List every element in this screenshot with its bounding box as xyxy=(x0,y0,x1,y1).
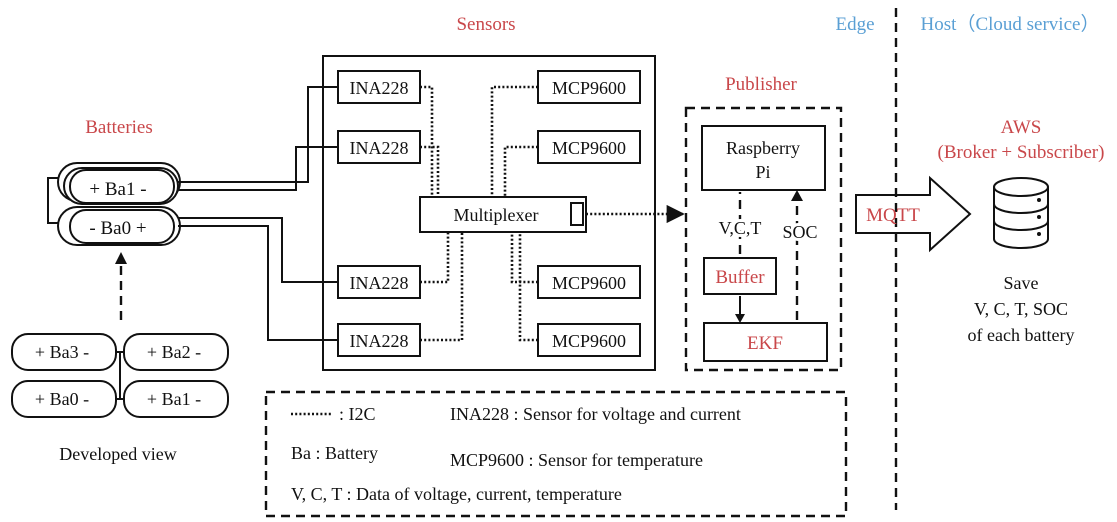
mcp9600-box-4 xyxy=(537,323,641,357)
developed-ba0-label: + Ba0 - xyxy=(35,389,89,409)
save-line-1: Save xyxy=(1004,273,1039,293)
battery-ba1-label: + Ba1 - xyxy=(89,179,146,200)
legend-mcp: MCP9600 : Sensor for temperature xyxy=(450,450,703,470)
mcp9600-box-1 xyxy=(537,70,641,104)
legend-vct: V, C, T : Data of voltage, current, temp… xyxy=(291,484,622,504)
developed-ba3-label: + Ba3 - xyxy=(35,342,89,362)
database-icon xyxy=(993,177,1049,249)
sensors-title: Sensors xyxy=(456,14,515,35)
buffer-label: Buffer xyxy=(715,267,765,288)
ina228-box-1 xyxy=(337,70,421,104)
developed-view: + Ba3 - + Ba2 - + Ba0 - + Ba1 - xyxy=(11,333,229,418)
host-title: Host（Cloud service） xyxy=(921,13,1100,35)
mcp9600-label-2: MCP9600 xyxy=(552,138,626,158)
save-line-2: V, C, T, SOC xyxy=(974,299,1068,319)
ina228-label-4: INA228 xyxy=(350,331,409,351)
mcp9600-label-3: MCP9600 xyxy=(552,273,626,293)
raspberry-pi-box xyxy=(701,125,826,191)
legend-i2c: : I2C xyxy=(339,404,376,424)
ina228-box-3 xyxy=(337,265,421,299)
mcp9600-box-2 xyxy=(537,130,641,164)
ina228-label-3: INA228 xyxy=(350,273,409,293)
battery-pack: + Ba1 - - Ba0 + xyxy=(47,162,181,246)
ina228-label-2: INA228 xyxy=(350,138,409,158)
i2c-wires xyxy=(420,85,685,342)
power-wires xyxy=(178,86,338,341)
vct-label: V,C,T xyxy=(719,218,762,238)
mcp9600-box-3 xyxy=(537,265,641,299)
publisher-box xyxy=(684,106,843,372)
developed-ba2-label: + Ba2 - xyxy=(147,342,201,362)
save-line-3: of each battery xyxy=(968,325,1075,345)
publisher-title: Publisher xyxy=(725,74,797,95)
multiplexer-port xyxy=(570,202,584,226)
legend-ba: Ba : Battery xyxy=(291,443,378,463)
legend-ina: INA228 : Sensor for voltage and current xyxy=(450,404,741,424)
ina228-label-1: INA228 xyxy=(350,78,409,98)
multiplexer-label: Multiplexer xyxy=(454,205,539,225)
soc-label: SOC xyxy=(782,222,817,242)
developed-ba1-label: + Ba1 - xyxy=(147,389,201,409)
mqtt-arrow xyxy=(855,175,972,253)
buffer-box xyxy=(703,257,777,295)
aws-subtitle: (Broker + Subscriber) xyxy=(938,142,1105,163)
batteries-title: Batteries xyxy=(85,117,153,138)
mcp9600-label-4: MCP9600 xyxy=(552,331,626,351)
battery-ba0-label: - Ba0 + xyxy=(89,218,146,239)
mcp9600-label-1: MCP9600 xyxy=(552,78,626,98)
multiplexer-box xyxy=(419,196,587,233)
ina228-box-4 xyxy=(337,323,421,357)
ekf-box xyxy=(703,322,828,362)
mqtt-label: MQTT xyxy=(866,205,920,226)
ina228-box-2 xyxy=(337,130,421,164)
legend-box xyxy=(264,390,848,518)
developed-view-caption: Developed view xyxy=(59,444,176,464)
raspberry-pi-label-1: Raspberry xyxy=(726,138,800,158)
raspberry-pi-label-2: Pi xyxy=(755,162,770,182)
aws-title: AWS xyxy=(1001,117,1042,138)
ekf-label: EKF xyxy=(747,333,783,354)
edge-title: Edge xyxy=(835,14,874,35)
